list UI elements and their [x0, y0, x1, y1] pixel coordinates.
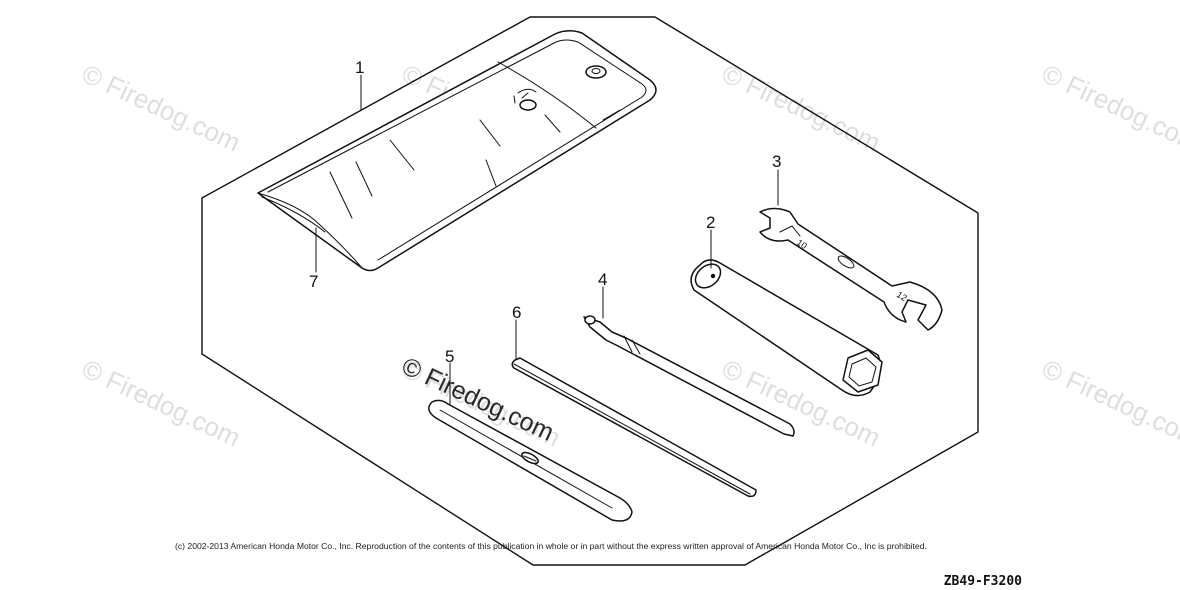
screwdriver-grip[interactable]: [428, 399, 633, 522]
callout-5: 5: [445, 347, 454, 366]
copyright-notice: (c) 2002-2013 American Honda Motor Co., …: [175, 541, 927, 551]
tool-kit-frame: [201, 16, 979, 566]
watermark: © Firedog.com: [1037, 58, 1180, 157]
wrench-size-right: 12: [895, 289, 909, 303]
callout-3: 3: [772, 152, 781, 171]
tool-bag[interactable]: [257, 30, 657, 272]
watermark: © Firedog.com: [1037, 353, 1180, 452]
screwdriver[interactable]: [583, 315, 795, 437]
snap-button: [585, 65, 607, 79]
wrench-size-left: 10: [795, 237, 809, 251]
callout-1: 1: [355, 58, 364, 77]
diagram-code: ZB49-F3200: [944, 574, 1022, 589]
open-wrench[interactable]: 10 12: [759, 207, 943, 331]
leader-lines: [315, 74, 779, 405]
callout-4: 4: [598, 270, 607, 289]
handle-bar[interactable]: [511, 357, 757, 498]
callout-2: 2: [706, 213, 715, 232]
callout-6: 6: [512, 303, 521, 322]
callouts: 1 2 3 4 5 6 7: [309, 58, 781, 366]
plug-wrench[interactable]: [690, 259, 883, 397]
watermark: © Firedog.com: [717, 58, 885, 157]
watermark: © Firedog.com: [77, 58, 245, 157]
callout-7: 7: [309, 272, 318, 291]
snap-stud: [519, 99, 537, 111]
watermark: © Firedog.com: [77, 353, 245, 452]
watermark-group: © Firedog.com © Firedog.com © Firedog.co…: [77, 58, 1180, 452]
